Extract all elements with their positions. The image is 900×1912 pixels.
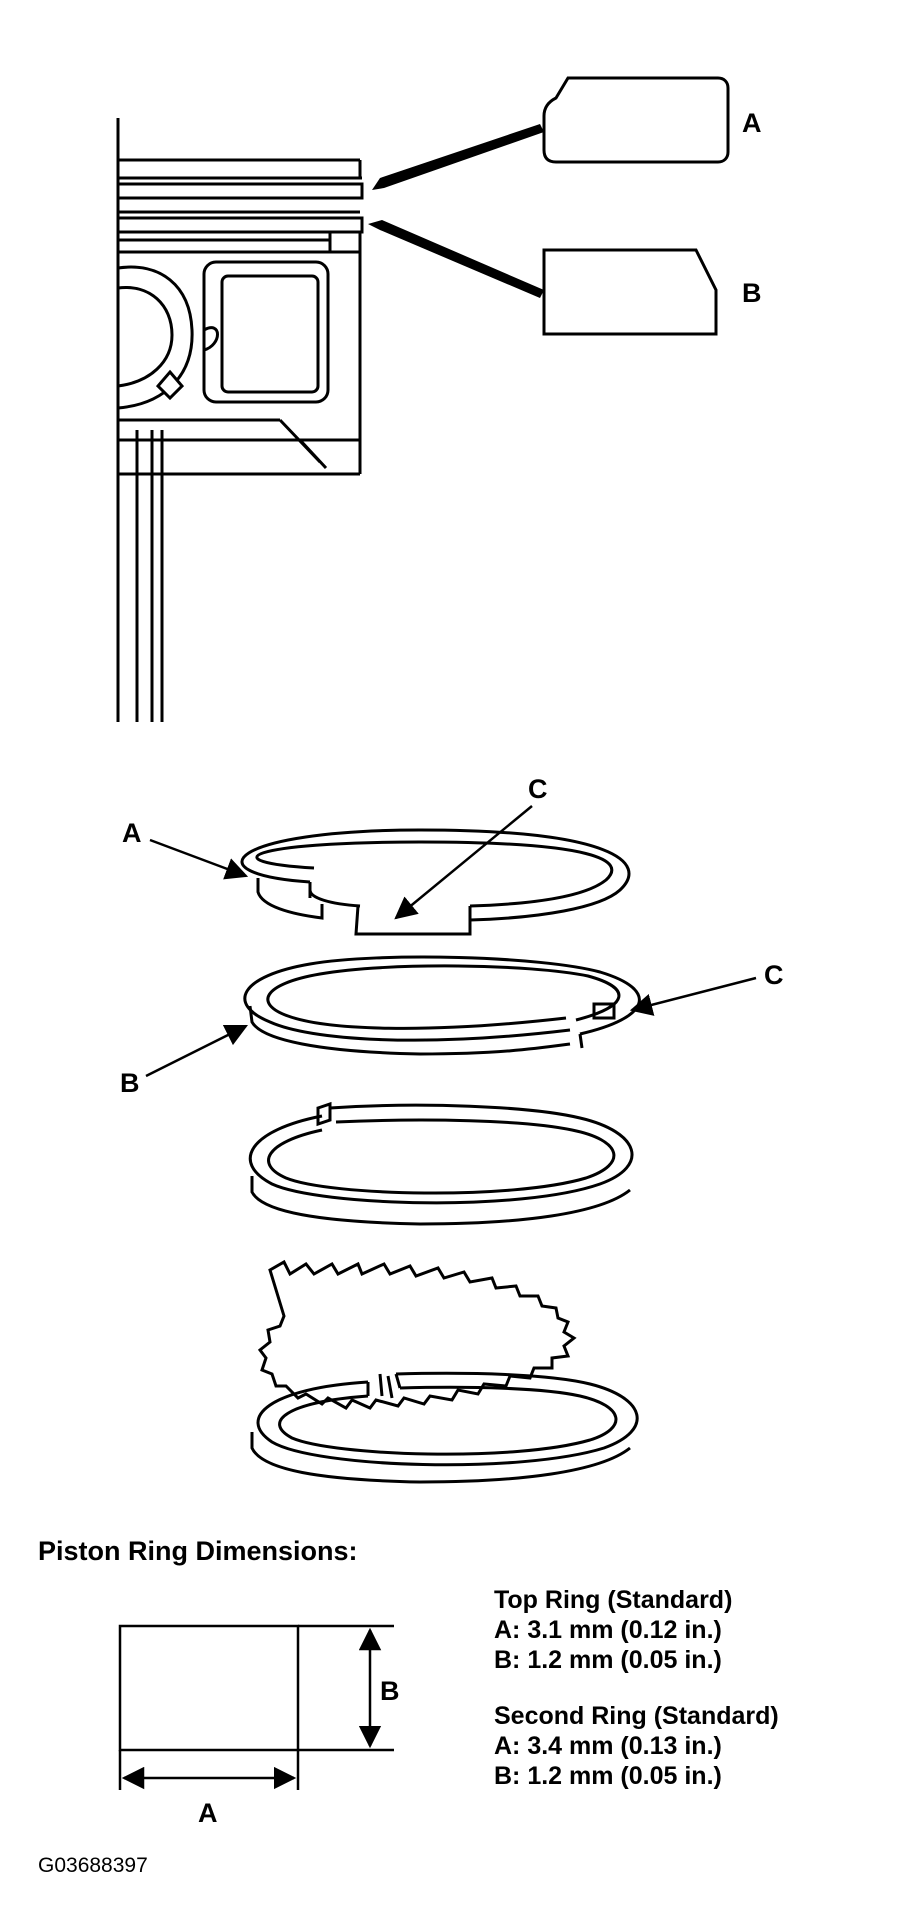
top-ring bbox=[240, 828, 631, 936]
ring-label-c-top: C bbox=[528, 774, 548, 804]
top-ring-profile-a bbox=[542, 76, 730, 164]
dimensions-heading: Piston Ring Dimensions: bbox=[38, 1536, 358, 1566]
dimension-label-a: A bbox=[198, 1798, 218, 1828]
ring-section-dimension-diagram bbox=[118, 1624, 394, 1790]
svg-text:B: 1.2 mm (0.05 in.): B: 1.2 mm (0.05 in.) bbox=[494, 1762, 722, 1790]
piston-cross-section bbox=[116, 118, 364, 722]
oil-ring-spacer bbox=[257, 1259, 577, 1410]
svg-text:Top Ring (Standard): Top Ring (Standard) bbox=[494, 1586, 732, 1614]
piston-label-b: B bbox=[742, 278, 762, 308]
figure-code: G03688397 bbox=[38, 1854, 148, 1877]
svg-text:A: 3.1 mm (0.12 in.): A: 3.1 mm (0.12 in.) bbox=[494, 1616, 722, 1644]
piston-label-a: A bbox=[742, 108, 762, 138]
top-ring-spec: Top Ring (Standard) A: 3.1 mm (0.12 in.)… bbox=[494, 1586, 732, 1674]
ring-stack bbox=[240, 828, 641, 1484]
svg-text:B: 1.2 mm (0.05 in.): B: 1.2 mm (0.05 in.) bbox=[494, 1646, 722, 1674]
svg-text:Second Ring (Standard): Second Ring (Standard) bbox=[494, 1702, 779, 1730]
ring-label-c-side: C bbox=[764, 960, 784, 990]
second-ring-spec: Second Ring (Standard) A: 3.4 mm (0.13 i… bbox=[494, 1702, 779, 1790]
second-ring bbox=[243, 955, 641, 1056]
ring-label-b: B bbox=[120, 1068, 140, 1098]
second-ring-profile-b bbox=[542, 248, 718, 336]
oil-ring-lower-rail bbox=[250, 1371, 639, 1484]
oil-ring-upper-rail bbox=[248, 1101, 634, 1226]
piston-callout-arrows bbox=[368, 124, 544, 298]
dimension-label-b: B bbox=[380, 1676, 400, 1706]
ring-callout-arrows bbox=[145, 805, 757, 1078]
ring-label-a: A bbox=[122, 818, 142, 848]
svg-text:A: 3.4 mm (0.13 in.): A: 3.4 mm (0.13 in.) bbox=[494, 1732, 722, 1760]
